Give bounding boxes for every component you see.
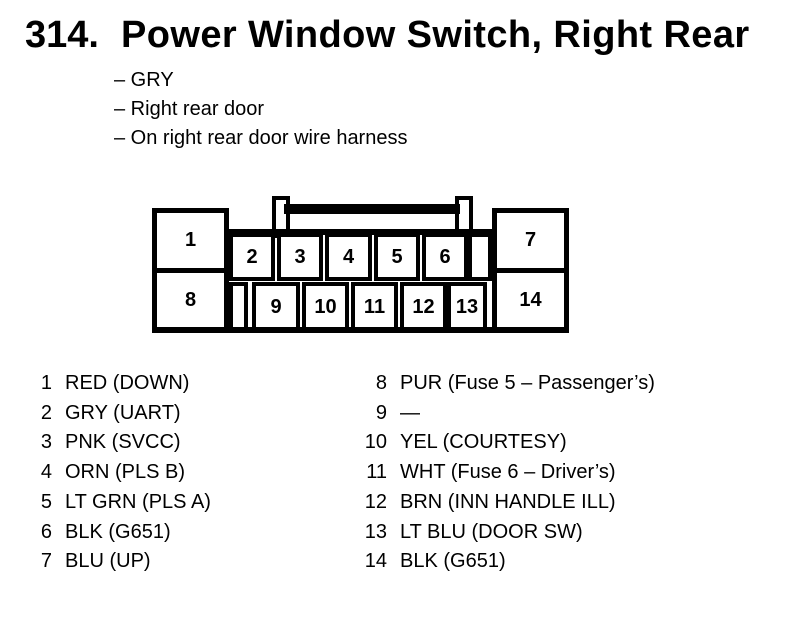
legend-left-column: 1 RED (DOWN) 2 GRY (UART) 3 PNK (SVCC) 4… (30, 369, 211, 577)
pin-cell-2: 2 (229, 233, 275, 281)
legend-pin-label: WHT (Fuse 6 – Driver’s) (400, 461, 616, 484)
legend-pin-number: 8 (375, 372, 387, 394)
legend-pin-label: PUR (Fuse 5 – Passenger’s) (400, 372, 655, 394)
legend-row: 3 PNK (SVCC) (30, 428, 211, 458)
pin-cell-14: 14 (519, 289, 542, 311)
legend-pin-label: LT BLU (DOOR SW) (400, 520, 583, 543)
legend-pin-label: BRN (INN HANDLE ILL) (400, 490, 616, 513)
pin-cell-11: 11 (351, 282, 398, 333)
connector-diagram: 1 8 2 3 4 5 6 9 10 11 12 13 7 14 (152, 196, 569, 333)
legend-pin-number: 3 (40, 431, 52, 454)
pin-cell-9: 9 (252, 282, 300, 333)
pin-cell-13: 13 (447, 282, 487, 333)
legend-pin-label: ORN (PLS B) (65, 461, 186, 484)
legend-row: 5 LT GRN (PLS A) (30, 488, 211, 518)
legend-pin-label: GRY (UART) (65, 401, 181, 424)
legend-pin-number: 14 (364, 550, 387, 573)
latch-bar (284, 204, 460, 214)
legend-row: 4 ORN (PLS B) (30, 458, 211, 488)
bullet-line-location: – Right rear door (114, 98, 265, 120)
legend-pin-number: 10 (364, 431, 387, 454)
legend-pin-label: BLK (G651) (400, 550, 506, 573)
legend-pin-number: 5 (40, 490, 52, 513)
legend-row: 7 BLU (UP) (30, 547, 211, 577)
legend-pin-number: 12 (364, 490, 387, 513)
pin-cell-6: 6 (422, 233, 468, 281)
legend-row: 10 YEL (COURTESY) (363, 428, 655, 458)
bullet-line-harness: – On right rear door wire harness (114, 127, 408, 149)
pin-column-right: 7 14 (492, 208, 569, 333)
legend-row: 6 BLK (G651) (30, 518, 211, 548)
legend-row: 9 — (363, 399, 655, 429)
legend-pin-number: 7 (40, 550, 52, 573)
legend-pin-number: 13 (364, 520, 387, 543)
legend-pin-label: BLK (G651) (65, 520, 171, 543)
legend-pin-number: 6 (40, 520, 52, 543)
legend-pin-label: LT GRN (PLS A) (65, 490, 211, 513)
legend-row: 14 BLK (G651) (363, 547, 655, 577)
legend-pin-label: — (400, 401, 420, 424)
section-title-text: Power Window Switch, Right Rear (121, 14, 750, 56)
blank-cell-top (468, 233, 492, 281)
legend-pin-label: PNK (SVCC) (65, 431, 181, 454)
pin-cell-3: 3 (277, 233, 323, 281)
page-title: 314. Power Window Switch, Right Rear (25, 15, 750, 55)
pin-cell-12: 12 (400, 282, 447, 333)
legend-right-column: 8 PUR (Fuse 5 – Passenger’s) 9 — 10 YEL … (363, 369, 655, 577)
legend-pin-label: RED (DOWN) (65, 372, 190, 394)
pin-cell-7: 7 (497, 213, 564, 273)
pin-cell-8: 8 (184, 289, 197, 311)
legend-row: 13 LT BLU (DOOR SW) (363, 518, 655, 548)
center-top-edge (229, 229, 492, 235)
pin-cell-4: 4 (325, 233, 372, 281)
legend-row: 8 PUR (Fuse 5 – Passenger’s) (363, 369, 655, 399)
connector-bottom-edge (152, 327, 569, 333)
legend-row: 2 GRY (UART) (30, 399, 211, 429)
legend-pin-number: 9 (375, 401, 387, 424)
pin-column-left: 1 8 (152, 208, 229, 333)
legend-row: 12 BRN (INN HANDLE ILL) (363, 488, 655, 518)
legend-row: 1 RED (DOWN) (30, 369, 211, 399)
pin-cell-1: 1 (157, 213, 224, 273)
legend-pin-label: BLU (UP) (65, 550, 151, 573)
legend-row: 11 WHT (Fuse 6 – Driver’s) (363, 458, 655, 488)
bullet-list: – GRY – Right rear door – On right rear … (114, 66, 407, 153)
pin-cell-5: 5 (374, 233, 420, 281)
legend-pin-number: 11 (366, 461, 387, 484)
blank-cell-bottom (229, 282, 248, 333)
bullet-line-color: – GRY (114, 69, 174, 91)
legend-pin-number: 4 (40, 461, 52, 484)
legend-pin-number: 1 (40, 372, 52, 394)
legend-pin-label: YEL (COURTESY) (400, 431, 567, 454)
section-number: 314. (25, 14, 99, 56)
legend-pin-number: 2 (40, 401, 52, 424)
pin-cell-10: 10 (302, 282, 349, 333)
